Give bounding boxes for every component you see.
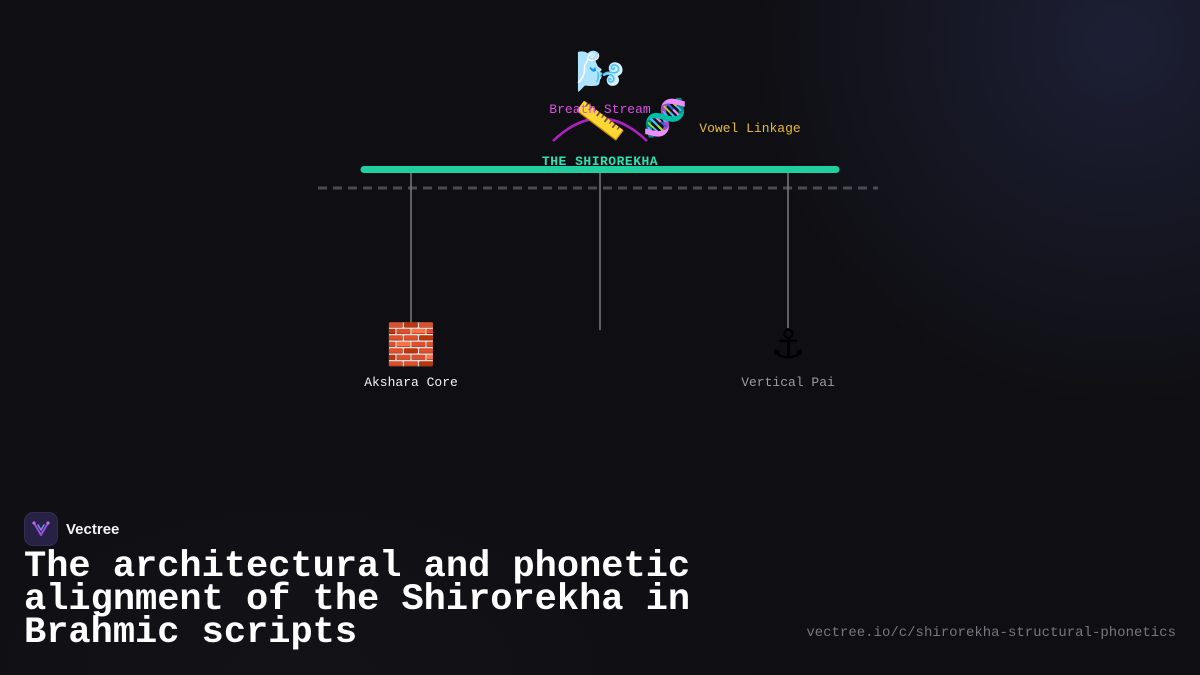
vertical-pai-label: Vertical Pai xyxy=(741,375,835,390)
brand-name: Vectree xyxy=(66,520,120,538)
source-url[interactable]: vectree.io/c/shirorekha-structural-phone… xyxy=(806,625,1176,641)
breath-arc xyxy=(552,117,648,142)
page-title: The architectural and phonetic alignment… xyxy=(24,546,691,654)
vectree-logo-icon xyxy=(24,512,58,546)
brand[interactable]: Vectree xyxy=(24,512,119,546)
anchor-icon: ⚓ xyxy=(770,322,806,368)
breath-stream-label: Breath Stream xyxy=(549,102,651,117)
wind-face-icon: 🌬️ xyxy=(575,49,625,95)
vowel-linkage-label: Vowel Linkage xyxy=(699,121,801,136)
akshara-core-label: Akshara Core xyxy=(364,375,458,390)
shirorekha-label: THE SHIROREKHA xyxy=(541,154,659,169)
brick-icon: 🧱 xyxy=(386,322,436,368)
dna-icon: 🧬 xyxy=(642,98,688,139)
